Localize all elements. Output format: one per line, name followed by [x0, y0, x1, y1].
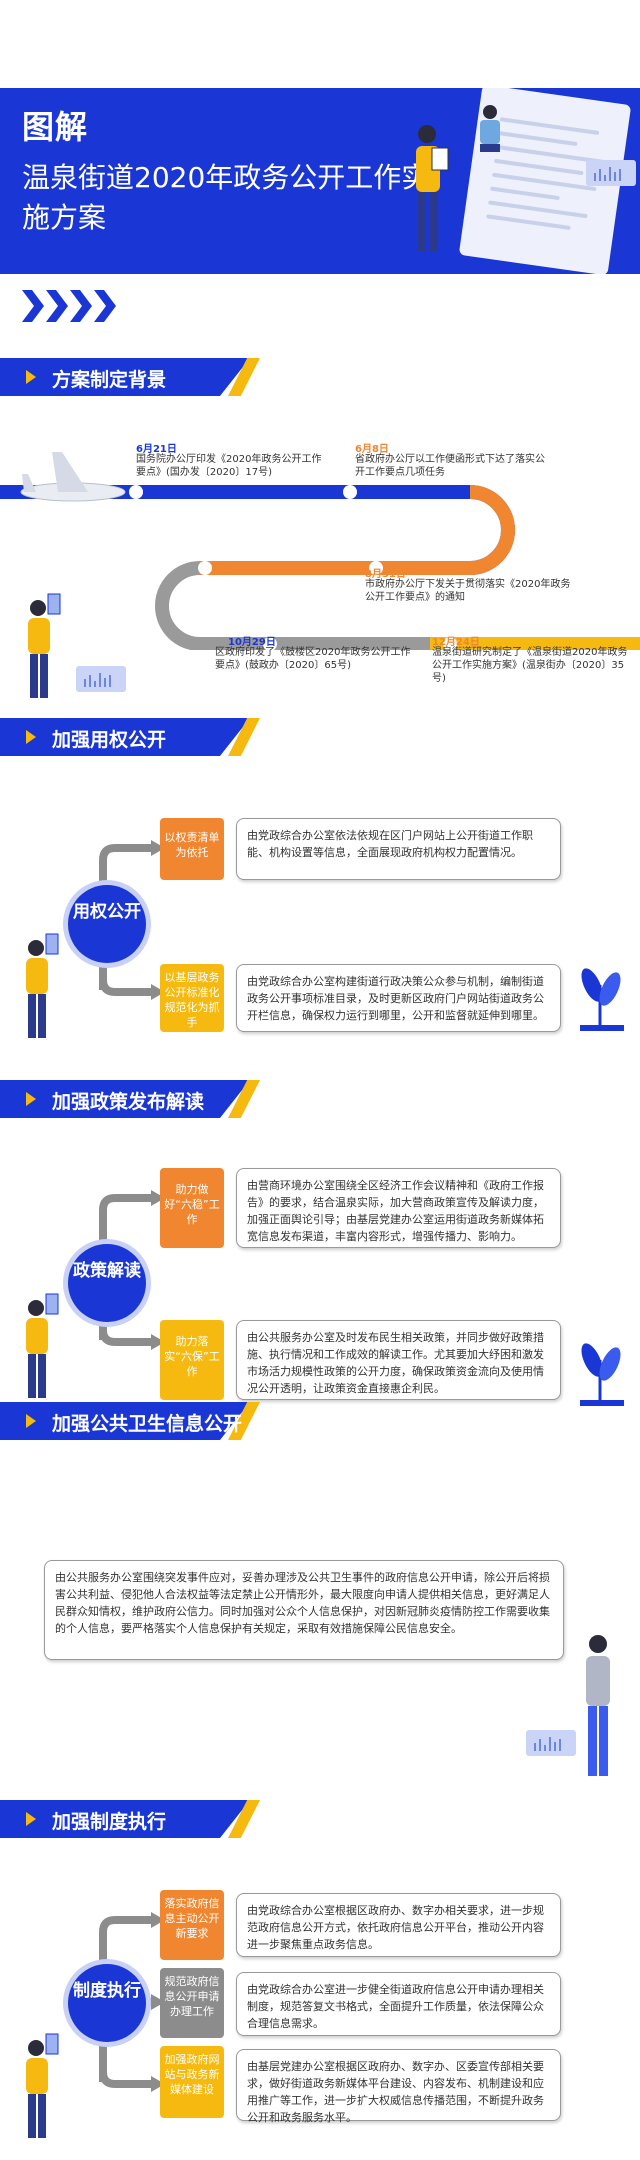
timeline-date-2: 6月8日: [355, 444, 389, 455]
power-tag-1: 以权责清单为依托: [160, 818, 224, 880]
standing-person-illustration: [586, 1635, 610, 1776]
policy-tag-2: 助力落实“六保”工作: [160, 1320, 224, 1400]
section-header-health: 加强公共卫生信息公开: [0, 1402, 270, 1440]
timeline-date-3: 8月31日: [365, 569, 406, 580]
section-header-system: 加强制度执行: [0, 1800, 260, 1838]
person-with-phone-illustration: [26, 2033, 59, 2138]
timeline-text-4: 区政府印发了《鼓楼区2020年政务公开工作要点》(鼓政办〔2020〕65号): [215, 647, 411, 671]
timeline-date-4: 10月29日: [228, 637, 276, 648]
system-card-1: 由党政综合办公室根据区政府办、数字办相关要求，进一步规范政府信息公开方式，依托政…: [236, 1893, 561, 1957]
system-card-3: 由基层党建办公室根据区政府办、数字办、区委宣传部相关要求，做好街道政务新媒体平台…: [236, 2049, 561, 2124]
power-card-2: 由党政综合办公室构建街道行政决策公众参与机制，编制街道政务公开事项标准目录，及时…: [236, 964, 561, 1032]
branch-connector: [99, 1912, 165, 2092]
timeline-text-3: 市政府办公厅下发关于贯彻落实《2020年政务公开工作要点》的通知: [365, 579, 571, 603]
policy-circle: 政策解读: [68, 1244, 146, 1322]
policy-card-1: 由营商环境办公室围绕全区经济工作会议精神和《政府工作报告》的要求，结合温泉实际，…: [236, 1168, 561, 1248]
system-circle: 制度执行: [68, 1964, 146, 2042]
person-with-phone-illustration: [28, 593, 61, 698]
health-card: 由公共服务办公室围绕突发事件应对，妥善办理涉及公共卫生事件的政府信息公开申请，除…: [44, 1560, 564, 1660]
section-title: 加强政策发布解读: [52, 1091, 205, 1113]
plant-decoration-icon: [580, 968, 624, 1031]
branch-connector: [99, 1190, 165, 1350]
hero-subtitle: 温泉街道2020年政务公开工作实施方案: [22, 161, 430, 234]
timeline-text-2: 省政府办公厅以工作便函形式下达了落实公开工作要点几项任务: [355, 454, 545, 478]
chart-icon: [586, 160, 636, 186]
person-sitting-illustration: [480, 105, 500, 152]
timeline-date-5: 12月24日: [432, 637, 480, 648]
power-tag-2: 以基层政务公开标准化规范化为抓手: [160, 964, 224, 1032]
system-card-2: 由党政综合办公室进一步健全街道政府信息公开申请办理相关制度，规范答复文书格式，全…: [236, 1972, 561, 2036]
section-title: 加强制度执行: [52, 1811, 167, 1833]
section-title: 加强公共卫生信息公开: [52, 1413, 243, 1435]
section-title: 加强用权公开: [52, 729, 167, 751]
section-header-background: 方案制定背景: [0, 358, 260, 396]
chart-icon: [76, 666, 126, 692]
section-title: 方案制定背景: [52, 369, 167, 391]
hero-title: 图解: [22, 108, 89, 146]
person-with-phone-illustration: [26, 933, 59, 1038]
chevron-arrows-icon: [22, 290, 116, 322]
section-header-power: 加强用权公开: [0, 718, 260, 756]
plant-decoration-icon: [580, 1343, 624, 1406]
timeline-path: [0, 485, 640, 650]
branch-connector: [99, 840, 165, 1000]
power-circle: 用权公开: [68, 885, 146, 963]
person-with-phone-illustration: [26, 1293, 59, 1398]
policy-tag-1: 助力做好“六稳”工作: [160, 1168, 224, 1248]
policy-card-2: 由公共服务办公室及时发布民生相关政策，并同步做好政策措施、执行情况和工作成效的解…: [236, 1320, 561, 1400]
section-header-policy: 加强政策发布解读: [0, 1080, 260, 1118]
system-tag-2: 规范政府信息公开申请办理工作: [160, 1968, 224, 2038]
chart-icon: [526, 1730, 576, 1756]
hero-banner: 图解 温泉街道2020年政务公开工作实施方案: [0, 88, 640, 274]
airplane-icon: [20, 452, 126, 502]
power-card-1: 由党政综合办公室依法依规在区门户网站上公开街道工作职能、机构设置等信息，全面展现…: [236, 818, 561, 880]
system-tag-3: 加强政府网站与政务新媒体建设: [160, 2046, 224, 2118]
timeline-text-1: 国务院办公厅印发《2020年政务公开工作要点》(国办发〔2020〕17号): [136, 454, 322, 478]
person-illustration: [416, 125, 449, 252]
system-tag-1: 落实政府信息主动公开新要求: [160, 1890, 224, 1960]
timeline-text-5: 温泉街道研究制定了《温泉街道2020年政务公开工作实施方案》(温泉街办〔2020…: [432, 647, 628, 684]
timeline-date-1: 6月21日: [136, 444, 177, 455]
